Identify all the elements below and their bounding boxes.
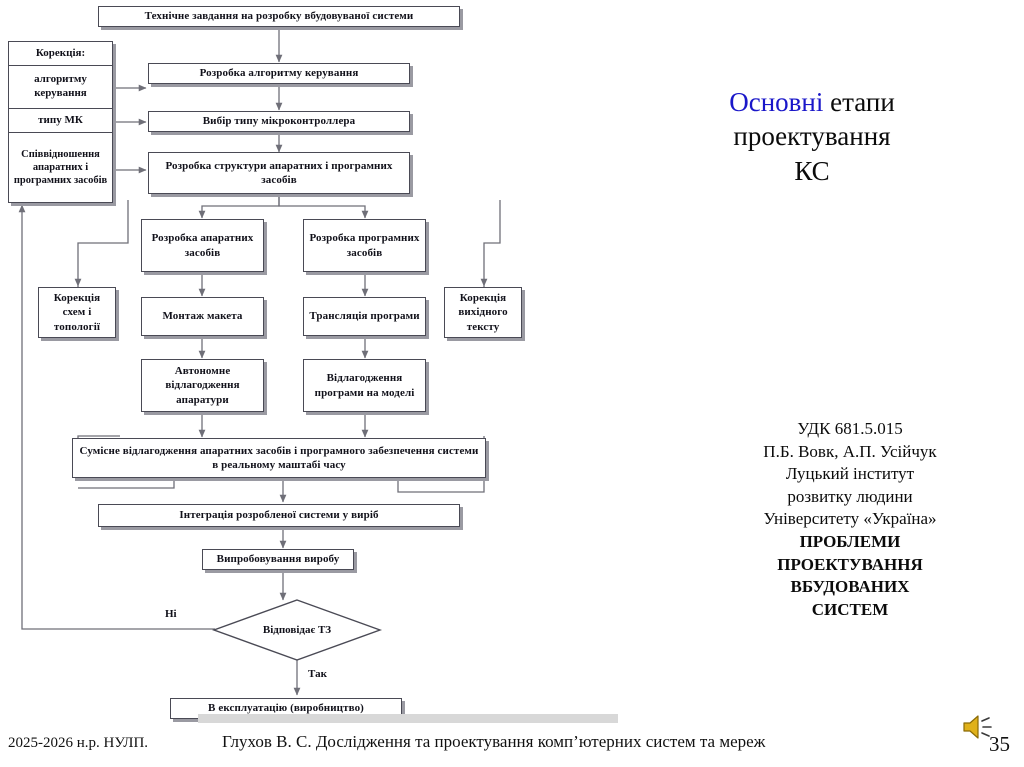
node-software-debug-label: Відлагодження програми на моделі (314, 372, 415, 399)
node-structure-development-label: Розробка структури апаратних і програмни… (165, 159, 393, 186)
node-production-label: В експлуатацію (виробництво) (208, 702, 364, 715)
correction-panel-item-1[interactable]: типу МК (9, 109, 112, 133)
page-title: Основні етапи проектування КС (612, 85, 1012, 188)
authors-names: П.Б. Вовк, А.П. Усійчук (763, 441, 937, 461)
node-program-translation-label: Трансляція програми (309, 310, 420, 323)
node-product-testing-label: Випробовування виробу (216, 553, 340, 566)
node-hardware-debug[interactable]: Автономне відлагодження апаратури (141, 359, 264, 412)
footer-left-text: 2025-2026 н.р. НУЛП. (8, 735, 149, 751)
node-software-development-label: Розробка програмних засобів (309, 232, 420, 259)
node-algorithm-development-label: Розробка алгоритму керування (199, 67, 359, 80)
page-title-line2: проектування (733, 121, 891, 152)
node-hardware-development[interactable]: Розробка апаратних засобів (141, 219, 264, 272)
node-spec[interactable]: Технічне завдання на розробку вбудовуван… (98, 6, 460, 27)
node-production[interactable]: В експлуатацію (виробництво) (170, 698, 402, 719)
node-spec-label: Технічне завдання на розробку вбудовуван… (144, 10, 414, 23)
node-correction-schematics[interactable]: Корекція схем і топології (38, 287, 116, 338)
authors-udk: УДК 681.5.015 (797, 419, 903, 438)
node-hardware-debug-label: Автономне відлагодження апаратури (165, 365, 240, 406)
page-title-rest: етапи (823, 87, 895, 117)
node-prototype-assembly-label: Монтаж макета (162, 310, 243, 323)
node-mcu-selection[interactable]: Вибір типу мікроконтроллера (148, 111, 410, 132)
authors-block: УДК 681.5.015 П.Б. Вовк, А.П. Усійчук Лу… (672, 418, 1024, 621)
node-joint-debug-label: Сумісне відлагодження апаратних засобів … (79, 444, 479, 471)
authors-topic-line3: ВБУДОВАНИХ (790, 577, 910, 597)
authors-topic-line1: ПРОБЛЕМИ (799, 532, 901, 552)
node-integration[interactable]: Інтеграція розробленої системи у виріб (98, 504, 460, 527)
node-hardware-development-label: Розробка апаратних засобів (151, 232, 254, 259)
edge-label-yes: Так (308, 668, 327, 680)
page-number: 35 (989, 732, 1010, 756)
authors-org-line3: Університету «Україна» (763, 509, 937, 529)
correction-panel[interactable]: Корекція: алгоритму керування типу МК Сп… (8, 41, 113, 203)
speaker-icon[interactable] (962, 712, 996, 742)
node-structure-development[interactable]: Розробка структури апаратних і програмни… (148, 152, 410, 194)
correction-panel-item-0[interactable]: алгоритму керування (9, 66, 112, 109)
node-software-debug[interactable]: Відлагодження програми на моделі (303, 359, 426, 412)
node-mcu-selection-label: Вибір типу мікроконтроллера (202, 115, 356, 128)
node-correction-source-text[interactable]: Корекція вихідного тексту (444, 287, 522, 338)
node-correction-source-text-label: Корекція вихідного тексту (458, 292, 508, 333)
page-title-highlight: Основні (729, 87, 824, 117)
page-title-line1: Основні етапи (612, 85, 1012, 119)
authors-org-line2: розвитку людини (787, 486, 913, 506)
authors-org-line1: Луцький інститут (785, 464, 915, 484)
authors-topic-line2: ПРОЕКТУВАННЯ (777, 554, 923, 574)
authors-topic-line4: СИСТЕМ (811, 599, 889, 619)
node-decision-label: Відповідає ТЗ (262, 624, 332, 636)
correction-panel-header: Корекція: (9, 42, 112, 66)
edge-label-no: Ні (165, 608, 177, 620)
node-integration-label: Інтеграція розробленої системи у виріб (179, 509, 379, 522)
node-correction-schematics-label: Корекція схем і топології (53, 292, 101, 333)
node-program-translation[interactable]: Трансляція програми (303, 297, 426, 336)
correction-panel-item-2[interactable]: Співвідношення апаратних і програмних за… (13, 148, 108, 187)
node-decision-meets-spec[interactable]: Відповідає ТЗ (211, 599, 383, 661)
page-title-line3: КС (794, 155, 830, 186)
node-prototype-assembly[interactable]: Монтаж макета (141, 297, 264, 336)
node-joint-debug[interactable]: Сумісне відлагодження апаратних засобів … (72, 438, 486, 478)
footer-center-text: Глухов В. С. Дослідження та проектування… (222, 732, 766, 751)
node-algorithm-development[interactable]: Розробка алгоритму керування (148, 63, 410, 84)
node-software-development[interactable]: Розробка програмних засобів (303, 219, 426, 272)
footer-divider (198, 714, 618, 723)
node-product-testing[interactable]: Випробовування виробу (202, 549, 354, 570)
